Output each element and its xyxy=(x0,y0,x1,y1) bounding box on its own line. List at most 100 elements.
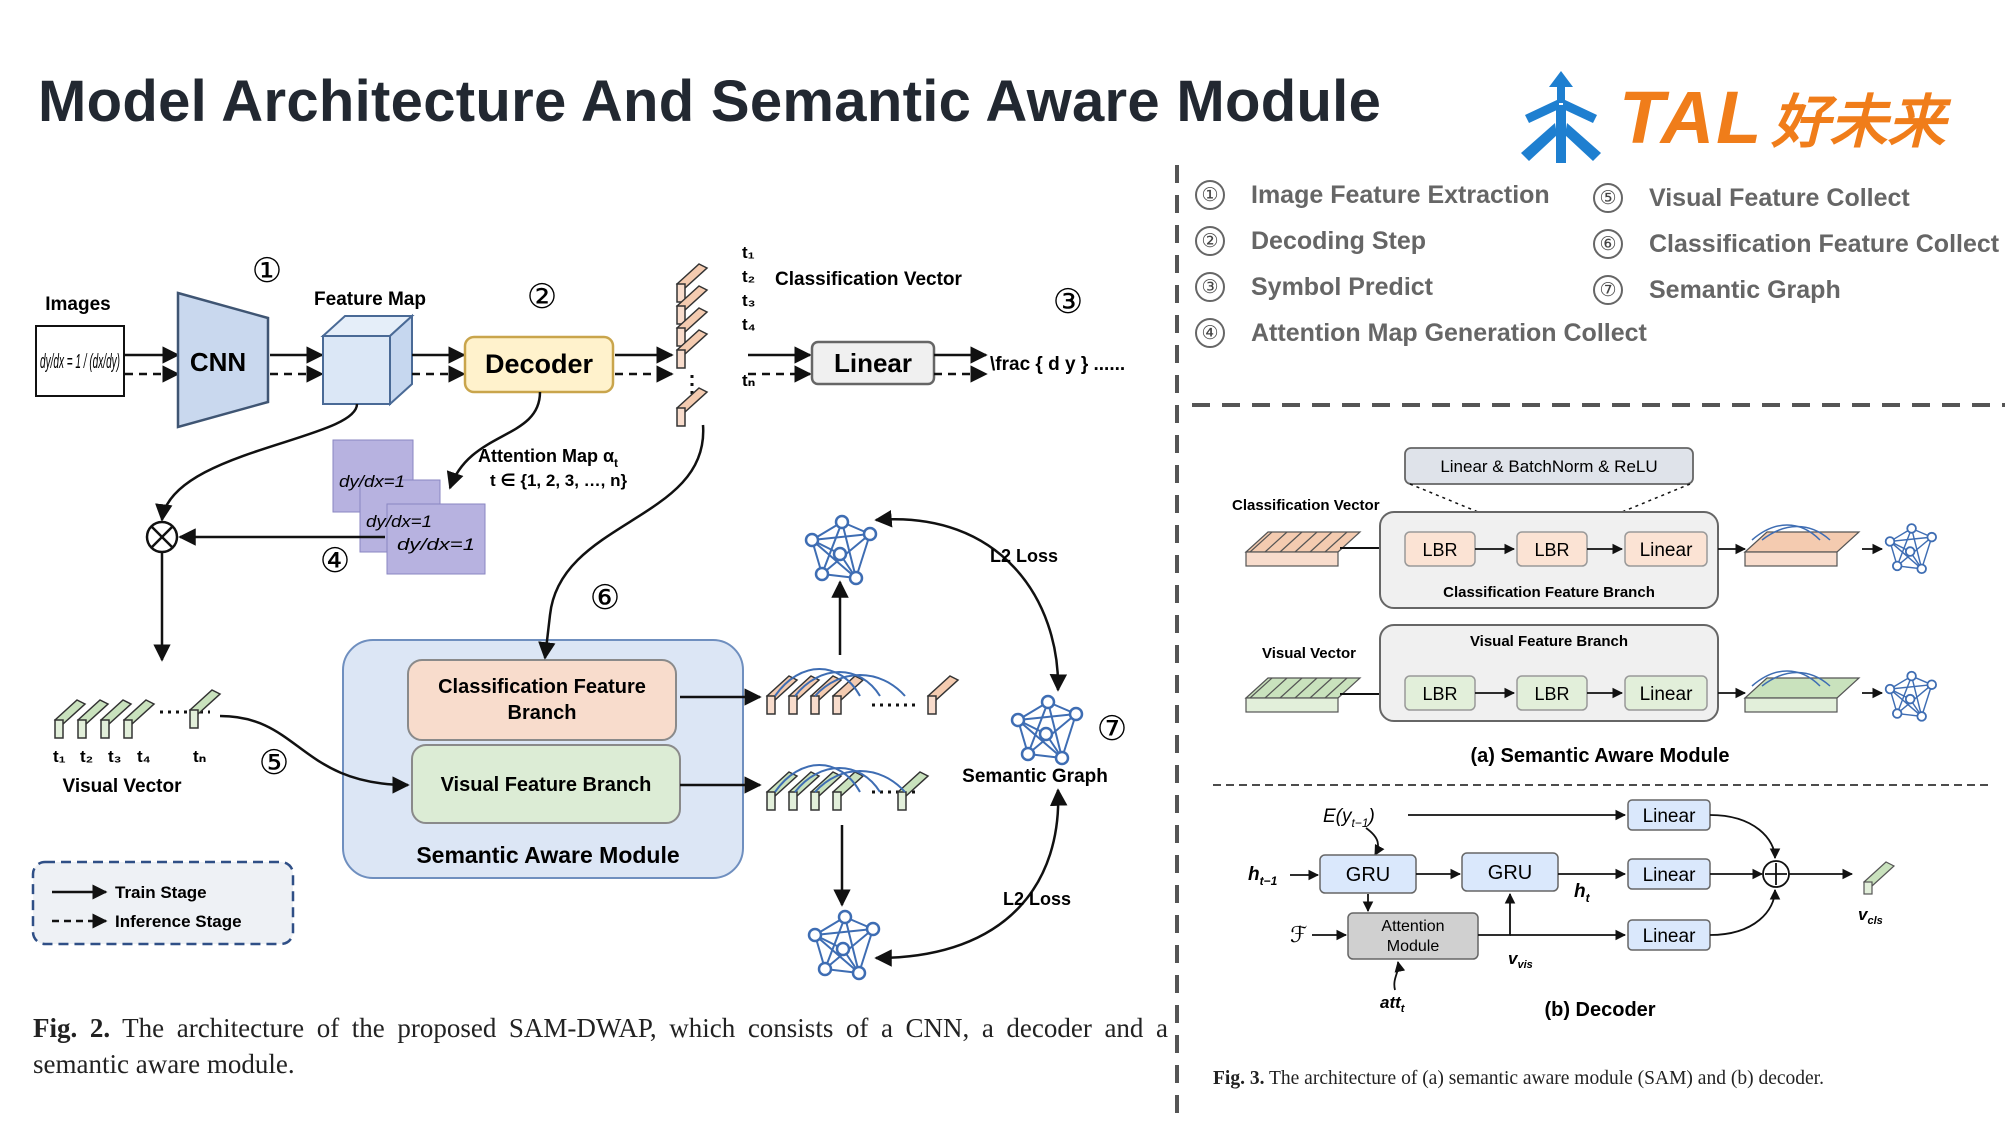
legend-item-4: ④ Attention Map Generation Collect xyxy=(1195,318,1647,348)
classification-vector-label: Classification Vector xyxy=(775,269,963,290)
fig2-caption: Fig. 2. The architecture of the proposed… xyxy=(33,1010,1168,1082)
f3-visual-branch-label: Visual Feature Branch xyxy=(1470,633,1628,650)
t3-label: t₃ xyxy=(742,291,756,310)
legend-label: Symbol Predict xyxy=(1251,272,1433,301)
classification-vector-stack xyxy=(676,263,708,427)
step-4-badge: ④ xyxy=(320,542,350,580)
legend-label: Semantic Graph xyxy=(1649,275,1841,304)
feature-map-label: Feature Map xyxy=(314,289,426,310)
f3-gru-1-label: GRU xyxy=(1346,864,1390,886)
legend-number: ④ xyxy=(1195,318,1225,348)
svg-text:dy/dx=1: dy/dx=1 xyxy=(366,512,432,531)
t4-label: t₄ xyxy=(742,315,756,334)
f3-linear-2 xyxy=(1624,675,1708,711)
fig3-diagram: Linear & BatchNorm & ReLU Classification… xyxy=(1213,447,1993,1021)
logo-text-cn: 好未来 xyxy=(1771,88,1946,156)
legend-label: Decoding Step xyxy=(1251,226,1427,255)
formula-image: dy/dx = 1 / (dx/dy) xyxy=(35,325,125,397)
legend-number: ① xyxy=(1195,180,1225,210)
visual-output-vectors xyxy=(766,764,929,811)
images-label: Images xyxy=(45,294,110,315)
f3-v-vis: vvis xyxy=(1508,949,1533,971)
semantic-graph-icon xyxy=(1010,694,1084,766)
svg-text:dy/dx=1: dy/dx=1 xyxy=(397,535,475,554)
visual-vector-label: Visual Vector xyxy=(63,776,183,797)
f3-sum-operator xyxy=(1762,860,1790,888)
feature-map-cube xyxy=(320,313,415,407)
visual-tn: tₙ xyxy=(193,747,206,766)
f3-linear-3-label: Linear xyxy=(1643,806,1696,827)
f3-v-cls: vcls xyxy=(1858,905,1883,927)
f3-classification-vector-label: Classification Vector xyxy=(1232,497,1380,514)
legend-label: Visual Feature Collect xyxy=(1649,183,1910,212)
visual-t4: t₄ xyxy=(137,747,151,766)
l2-loss-top: L2 Loss xyxy=(990,546,1058,566)
legend-label: Image Feature Extraction xyxy=(1251,180,1550,209)
f3-vcls-vector xyxy=(1862,861,1896,895)
semantic-graph-label: Semantic Graph xyxy=(962,766,1108,787)
fig2-caption-text: The architecture of the proposed SAM-DWA… xyxy=(33,1013,1168,1079)
stage-legend xyxy=(31,860,295,946)
tn-label: tₙ xyxy=(742,371,755,390)
attention-map-stack: dy/dx=1 dy/dx=1 dy/dx=1 xyxy=(332,439,486,575)
f3-gru-2-label: GRU xyxy=(1488,862,1532,884)
f3-attention-module-l1: Attention xyxy=(1381,918,1444,935)
f3-linear-4-label: Linear xyxy=(1643,865,1696,886)
cnn-block xyxy=(176,291,270,429)
f3-attention-module-l2: Module xyxy=(1387,938,1440,955)
legend-item-7: ⑦ Semantic Graph xyxy=(1593,275,1841,305)
step-1-badge: ① xyxy=(252,252,282,290)
fig2-caption-label: Fig. 2. xyxy=(33,1013,111,1043)
f3-att: attt xyxy=(1380,993,1406,1015)
f3-gru-2 xyxy=(1461,852,1559,892)
f3-linear-1 xyxy=(1624,531,1708,567)
brand-logo: TAL 好未来 xyxy=(1515,62,1945,172)
visual-vector-stack xyxy=(54,689,221,739)
legend-label: Classification Feature Collect xyxy=(1649,229,2000,258)
f3-sub-a: (a) Semantic Aware Module xyxy=(1471,745,1730,767)
visual-graph-icon xyxy=(807,909,881,981)
f3-e-y: E(yt−1) xyxy=(1323,806,1375,830)
f3-visual-vector-label: Visual Vector xyxy=(1262,645,1356,662)
f3-class-output-vectors xyxy=(1743,524,1861,567)
class-output-vectors xyxy=(766,668,959,715)
lbr-title: Linear & BatchNorm & ReLU xyxy=(1440,457,1657,476)
sam-label: Semantic Aware Module xyxy=(416,842,679,868)
step-5-badge: ⑤ xyxy=(259,744,289,782)
legend-item-1: ① Image Feature Extraction xyxy=(1195,180,1550,210)
class-graph-icon xyxy=(804,514,878,586)
f3-sub-b: (b) Decoder xyxy=(1544,999,1655,1021)
visual-t1: t₁ xyxy=(53,747,66,766)
formula-text: dy/dx = 1 / (dx/dy) xyxy=(40,351,120,373)
cnn-label: CNN xyxy=(190,347,246,377)
f3-lbr-2-label: LBR xyxy=(1534,540,1569,560)
attention-range: t ∈ {1, 2, 3, …, n} xyxy=(490,471,627,490)
f3-linear-1-label: Linear xyxy=(1640,540,1693,561)
f3-linear-2-label: Linear xyxy=(1640,684,1693,705)
legend-number: ⑦ xyxy=(1593,275,1623,305)
svg-text:dy/dx=1: dy/dx=1 xyxy=(339,472,405,491)
legend-number: ⑤ xyxy=(1593,183,1623,213)
f3-lbr-4-label: LBR xyxy=(1534,684,1569,704)
attention-map-label: Attention Map αt xyxy=(478,446,618,470)
legend-item-3: ③ Symbol Predict xyxy=(1195,272,1433,302)
legend-number: ③ xyxy=(1195,272,1225,302)
linear-block xyxy=(810,340,936,386)
step-6-badge: ⑥ xyxy=(590,579,620,617)
multiply-operator xyxy=(145,520,179,554)
train-stage-label: Train Stage xyxy=(115,883,207,902)
l2-loss-bottom: L2 Loss xyxy=(1003,889,1071,909)
f3-class-branch-label: Classification Feature Branch xyxy=(1443,584,1655,601)
f3-lbr-3-label: LBR xyxy=(1422,684,1457,704)
f3-lbr-1-label: LBR xyxy=(1422,540,1457,560)
legend-item-5: ⑤ Visual Feature Collect xyxy=(1593,183,1910,213)
class-branch-line2: Branch xyxy=(508,702,577,724)
visual-t2: t₂ xyxy=(80,747,93,766)
step-2-badge: ② xyxy=(527,278,557,316)
t1-label: t₁ xyxy=(742,243,755,262)
t2-label: t₂ xyxy=(742,267,755,286)
f3-attention-module xyxy=(1347,912,1479,960)
inference-stage-label: Inference Stage xyxy=(115,912,242,931)
